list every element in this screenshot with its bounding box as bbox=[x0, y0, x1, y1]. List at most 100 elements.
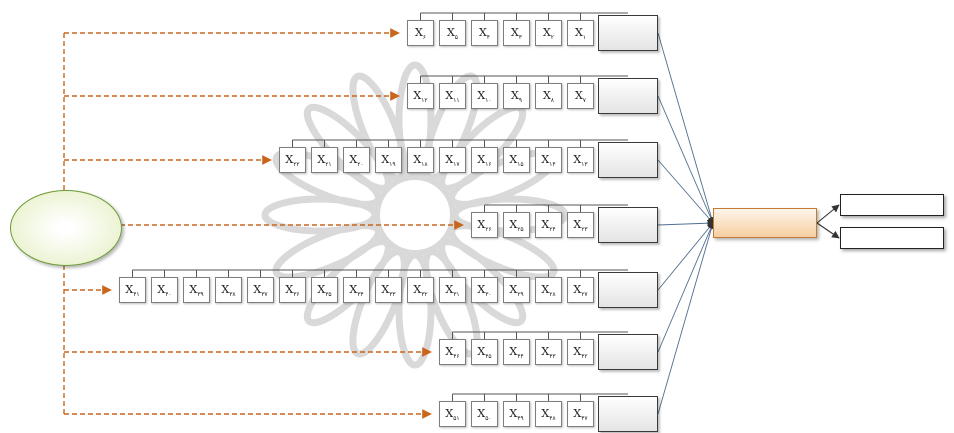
indicator-index: ۷ bbox=[582, 97, 587, 105]
indicator-index: ۲۴ bbox=[549, 226, 556, 234]
indicator-box: X۳۶ bbox=[279, 277, 306, 303]
indicator-box: X۳۹ bbox=[183, 277, 210, 303]
indicator-box: X۳۴ bbox=[343, 277, 370, 303]
indicator-box: X۱۷ bbox=[439, 147, 466, 173]
indicator-index: ۲ bbox=[550, 34, 555, 42]
indicator-box: X۴۱ bbox=[119, 277, 146, 303]
indicator-box: X۱۹ bbox=[375, 147, 402, 173]
indicator-index: ۳۵ bbox=[325, 291, 332, 299]
indicator-box: X۳۵ bbox=[311, 277, 338, 303]
indicator-index: ۸ bbox=[550, 97, 555, 105]
indicator-box: X۴۲ bbox=[567, 339, 594, 365]
indicator-box: X۲ bbox=[535, 20, 562, 46]
indicator-index: ۱۱ bbox=[453, 97, 460, 105]
indicator-box: X۹ bbox=[503, 83, 530, 109]
indicator-index: ۳۸ bbox=[229, 291, 236, 299]
indicator-index: ۴۹ bbox=[517, 415, 524, 423]
indicators-ellipse bbox=[10, 190, 122, 266]
indicator-index: ۳۴ bbox=[357, 291, 364, 299]
indicator-box: X۲۲ bbox=[279, 147, 306, 173]
indicator-index: ۲۵ bbox=[517, 226, 524, 234]
indicator-box: X۴۵ bbox=[471, 339, 498, 365]
indicator-index: ۱۰ bbox=[485, 97, 492, 105]
indicator-box: X۴۴ bbox=[503, 339, 530, 365]
indicator-index: ۴۵ bbox=[485, 353, 492, 361]
indicator-index: ۳۳ bbox=[389, 291, 396, 299]
indicator-box: X۲۷ bbox=[567, 277, 594, 303]
category-box bbox=[598, 15, 658, 51]
indicator-index: ۳۱ bbox=[453, 291, 460, 299]
indicator-box: X۳۷ bbox=[247, 277, 274, 303]
indicator-box: X۵ bbox=[439, 20, 466, 46]
indicator-box: X۲۳ bbox=[567, 212, 594, 238]
indicator-index: ۴۶ bbox=[453, 353, 460, 361]
indicator-index: ۴۷ bbox=[581, 415, 588, 423]
indicator-index: ۲۳ bbox=[581, 226, 588, 234]
connector-line-2 bbox=[657, 95, 714, 224]
indicator-index: ۴۲ bbox=[581, 353, 588, 361]
indicator-index: ۹ bbox=[518, 97, 523, 105]
indicator-box: X۵۰ bbox=[471, 401, 498, 427]
indicator-index: ۲۰ bbox=[357, 161, 364, 169]
indicator-box: X۳۱ bbox=[439, 277, 466, 303]
indicator-index: ۶ bbox=[422, 34, 427, 42]
indicator-box: X۱۳ bbox=[567, 147, 594, 173]
indicator-box: X۱۸ bbox=[407, 147, 434, 173]
category-box bbox=[598, 142, 658, 178]
road-accidents-box bbox=[713, 208, 817, 238]
indicator-index: ۲۸ bbox=[549, 291, 556, 299]
indicator-box: X۸ bbox=[535, 83, 562, 109]
indicator-index: ۴۳ bbox=[549, 353, 556, 361]
watermark-rosette bbox=[261, 61, 569, 369]
indicator-box: X۳۳ bbox=[375, 277, 402, 303]
outcome-box bbox=[840, 227, 944, 249]
indicator-box: X۱۱ bbox=[439, 83, 466, 109]
indicator-index: ۱۶ bbox=[485, 161, 492, 169]
indicator-box: X۳ bbox=[503, 20, 530, 46]
connector-line-4 bbox=[657, 220, 714, 227]
indicator-index: ۱۳ bbox=[581, 161, 588, 169]
indicator-box: X۲۵ bbox=[503, 212, 530, 238]
connector-line-6 bbox=[657, 222, 714, 353]
indicator-box: X۲۶ bbox=[471, 212, 498, 238]
category-box bbox=[598, 78, 658, 114]
indicator-index: ۱۹ bbox=[389, 161, 396, 169]
indicator-box: X۴۳ bbox=[535, 339, 562, 365]
indicator-box: X۶ bbox=[407, 20, 434, 46]
category-box bbox=[598, 396, 658, 432]
outcome-arrow-2 bbox=[816, 222, 840, 239]
indicator-index: ۳۷ bbox=[261, 291, 268, 299]
indicator-box: X۲۸ bbox=[535, 277, 562, 303]
indicator-index: ۳۰ bbox=[485, 291, 492, 299]
indicator-index: ۵۰ bbox=[485, 415, 492, 423]
indicator-index: ۳۲ bbox=[421, 291, 428, 299]
outcome-arrow-1 bbox=[816, 204, 840, 224]
indicator-index: ۱ bbox=[582, 34, 587, 42]
indicator-box: X۷ bbox=[567, 83, 594, 109]
indicator-box: X۳۲ bbox=[407, 277, 434, 303]
indicator-box: X۲۹ bbox=[503, 277, 530, 303]
indicator-box: X۲۱ bbox=[311, 147, 338, 173]
indicator-index: ۴۴ bbox=[517, 353, 524, 361]
indicator-box: X۳۸ bbox=[215, 277, 242, 303]
indicator-index: ۴۰ bbox=[165, 291, 172, 299]
connector-line-3 bbox=[657, 159, 714, 224]
indicator-index: ۲۲ bbox=[293, 161, 300, 169]
indicator-box: X۵۱ bbox=[439, 401, 466, 427]
connector-line-7 bbox=[657, 222, 715, 415]
indicator-index: ۳ bbox=[518, 34, 523, 42]
indicator-box: X۴۹ bbox=[503, 401, 530, 427]
category-box bbox=[598, 334, 658, 370]
indicator-box: X۱۶ bbox=[471, 147, 498, 173]
indicator-index: ۲۶ bbox=[485, 226, 492, 234]
indicator-box: X۱۰ bbox=[471, 83, 498, 109]
indicator-box: X۳۰ bbox=[471, 277, 498, 303]
indicator-box: X۴ bbox=[471, 20, 498, 46]
indicator-index: ۱۸ bbox=[421, 161, 428, 169]
indicator-index: ۱۵ bbox=[517, 161, 524, 169]
indicator-index: ۱۲ bbox=[421, 97, 428, 105]
indicator-index: ۲۹ bbox=[517, 291, 524, 299]
indicator-index: ۴۸ bbox=[549, 415, 556, 423]
category-box bbox=[598, 272, 658, 308]
